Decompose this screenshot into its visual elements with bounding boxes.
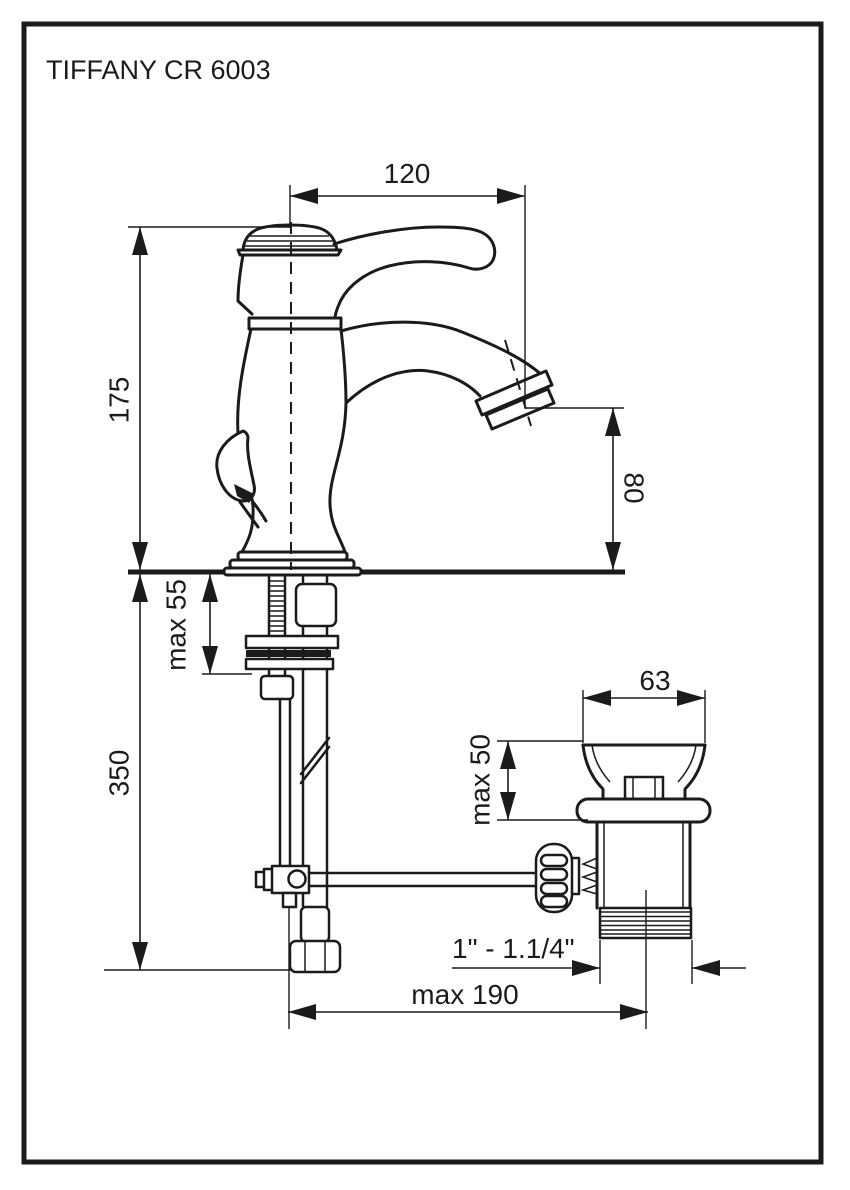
stud-thread-hatch [269,580,285,632]
body-collar [247,316,343,331]
dim-80-arrow-bottom [605,542,621,570]
spout-bottom-edge [344,368,482,405]
rubber-gasket [246,650,331,657]
aerator-lower-ring [484,387,556,431]
dim-waste-flange-diameter: 63 [582,665,706,743]
popup-lever-knob [215,429,256,503]
mounting-washer-upper [244,634,340,650]
dim-120-label: 120 [384,158,431,189]
body-right-edge [328,327,348,554]
product-title: TIFFANY CR 6003 [46,55,271,85]
knob-knurl-3 [539,881,569,896]
dim-spout-reach: 120 [289,158,526,408]
dim-80-arrow-top [605,408,621,436]
dim-max50-extension-lines [497,740,588,821]
aerator-upper-ring [474,369,554,417]
handle-bottom-edge [333,260,471,319]
dim-max50-label: max 50 [465,734,496,826]
knob-knurl-1 [539,853,569,868]
dim-120-arrow-left [290,188,318,204]
dim-max50-arrow-top [500,741,516,769]
popup-waste-assembly [288,743,712,1029]
hex-nut-facets [304,941,326,972]
dim-175-arrow-top [132,227,148,255]
spout-top-edge [339,320,548,381]
dim-max190-arrow-left [288,1004,316,1020]
faucet-body [215,222,556,577]
dim-max190-label: max 190 [411,979,518,1010]
under-deck-assembly [244,575,539,974]
plug-stem-lines [632,777,656,800]
handle-top-edge [332,225,497,271]
dim-120-arrow-right [497,188,525,204]
dim-63-arrow-left [583,690,611,706]
dim-max55-arrow-top [202,574,218,602]
dim-max-basin-depth: max 50 [465,734,588,826]
knob-knurl-4 [539,894,569,909]
dim-max55-arrow-bottom [202,646,218,674]
page-border-frame [21,21,824,1165]
mounting-washer-lower [244,657,335,671]
dim-max-deck-thickness: max 55 [161,574,252,675]
waste-funnel-inner-walls [591,744,697,783]
mounting-nut [259,674,295,701]
horizontal-linkage-rod [307,871,539,888]
dim-max-rod-reach: max 190 [288,979,648,1020]
dim-175-arrow-bottom [132,542,148,570]
dim-waste-thread-size: 1" - 1.1/4" [452,933,746,984]
neck-left-edge [236,253,254,316]
base-tier-3 [222,566,363,577]
waste-funnel-sides [581,743,707,802]
dim-63-label: 63 [639,665,670,696]
dim-63-extension-lines [582,690,706,743]
aerator-axis-dashed-line [504,339,532,427]
dim-thread-label: 1" - 1.1/4" [452,933,575,964]
dim-350-arrow-bottom [132,942,148,970]
rod-stub [281,891,298,909]
pipe-break-marks [299,736,331,785]
hose-coupling [299,905,331,944]
cap-rim [236,248,343,257]
clamp-screw-head [287,869,307,889]
dim-max55-label: max 55 [161,579,192,671]
dim-max190-arrow-right [620,1004,648,1020]
dim-thread-arrow-right [692,960,720,976]
dim-175-label: 175 [104,377,135,424]
dim-body-height: 175 [104,226,292,570]
waste-body-walls [595,820,692,910]
dim-120-extension-lines [289,185,526,408]
dim-80-label: 80 [619,472,650,503]
dim-spout-outlet-height: 80 [525,407,650,570]
spring-clip-chevrons [580,857,598,895]
waste-body-inner-walls [603,822,684,908]
dim-thread-arrow-left [572,960,600,976]
dim-63-arrow-right [677,690,705,706]
waste-plug-stem [623,775,665,802]
dim-thread-extension-lines [599,940,693,984]
dim-350-arrow-top [132,574,148,602]
dim-supply-hose-length: 350 [104,574,292,971]
dim-max50-arrow-bottom [500,792,516,820]
supply-pipe-fitting [294,582,338,628]
dim-350-label: 350 [104,750,135,797]
hose-hex-nut [288,939,342,974]
popup-rod [278,697,292,868]
popup-lever-arm [238,496,268,529]
waste-flange-collar [575,797,712,824]
knob-knurl-2 [539,867,569,882]
